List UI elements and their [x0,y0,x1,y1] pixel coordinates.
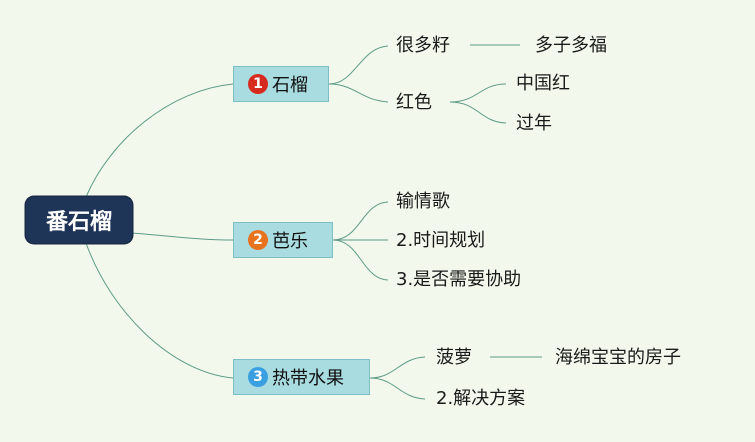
topic-pineapple[interactable]: 菠萝 [436,347,472,368]
link-root-b1 [85,83,234,198]
root-label: 番石榴 [45,210,112,235]
topic-need-help[interactable]: 3.是否需要协助 [396,269,522,290]
topic-time-planning[interactable]: 2.时间规划 [396,230,486,251]
branch-label: 热带水果 [272,368,344,389]
number-badge-icon: 3 [248,367,268,387]
link-root-b3 [85,242,234,379]
root-node[interactable]: 番石榴 [26,197,132,243]
topic-red[interactable]: 红色 [396,92,432,113]
link-b2-c1 [332,201,389,241]
subtopic-many-children[interactable]: 多子多福 [535,35,607,56]
topic-many-seeds[interactable]: 很多籽 [396,35,450,56]
link-b1-c2 [328,83,389,103]
branch-node-1[interactable]: 1 石榴 [233,66,329,102]
subtopic-new-year[interactable]: 过年 [516,113,552,134]
link-b1-c1 [328,45,389,85]
topic-solution[interactable]: 2.解决方案 [436,388,526,409]
branch-label: 芭乐 [272,231,308,252]
link-b3-c1 [369,356,426,379]
branch-node-3[interactable]: 3 热带水果 [233,359,370,395]
link-c2-g1 [449,83,507,103]
number-badge-icon: 1 [248,74,268,94]
link-b2-c3 [332,239,389,281]
branch-node-2[interactable]: 2 芭乐 [233,222,333,258]
link-root-b2 [131,232,234,241]
topic-love-song[interactable]: 输情歌 [396,191,450,212]
link-c2-g2 [449,101,507,124]
link-b3-c2 [369,377,426,400]
subtopic-spongebob-house[interactable]: 海绵宝宝的房子 [555,347,681,368]
branch-label: 石榴 [272,75,308,96]
subtopic-china-red[interactable]: 中国红 [516,73,570,94]
number-badge-icon: 2 [248,230,268,250]
